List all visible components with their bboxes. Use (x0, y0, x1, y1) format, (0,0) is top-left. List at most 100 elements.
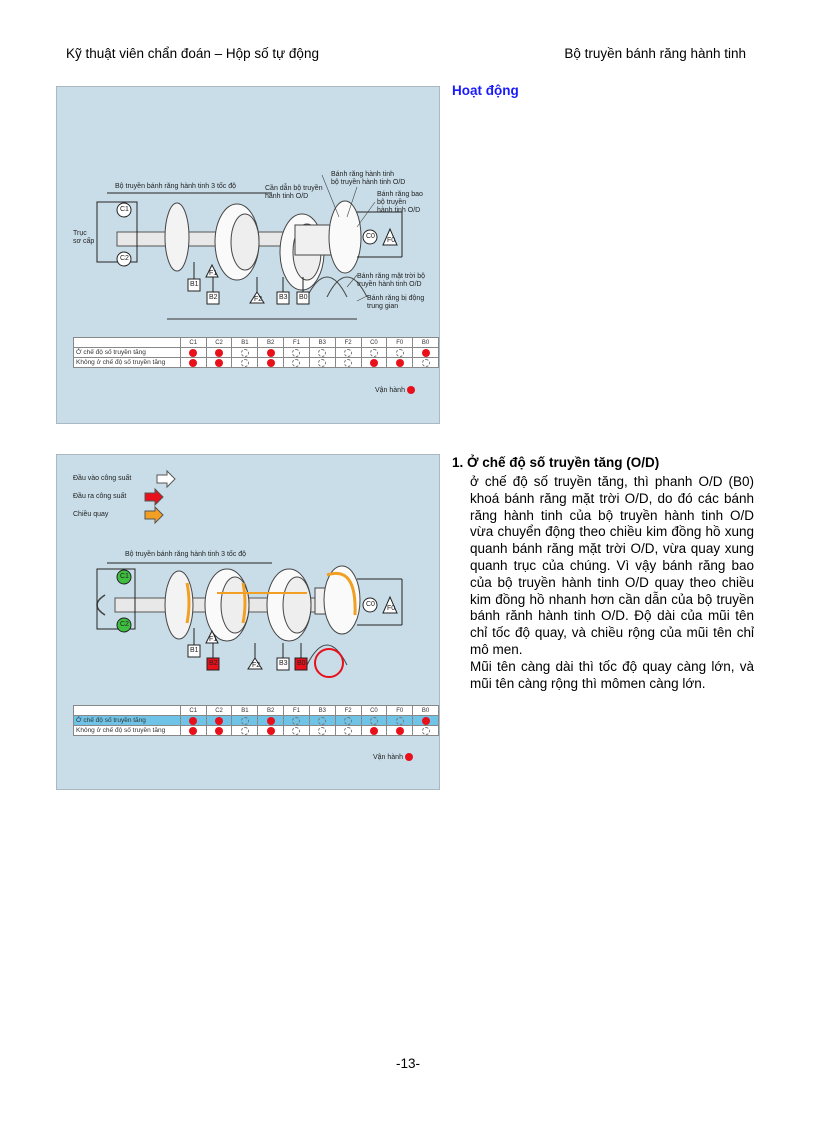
label-f1: F1 (209, 270, 218, 277)
label-f1: F1 (209, 636, 218, 643)
state-dot (240, 726, 249, 735)
label-b2: B2 (209, 660, 218, 667)
label-c0: C0 (366, 233, 375, 240)
label-c1: C1 (120, 206, 129, 213)
label-f0: F0 (387, 237, 396, 244)
row-label-non-od: Không ở chế độ số truyền tăng (73, 725, 181, 736)
label-od-planet: Bánh răng hành tinh bộ truyền hành tinh … (331, 171, 406, 186)
state-dot (266, 716, 275, 725)
label-od-ring: Bánh răng bao bộ truyền hành tinh O/D (377, 191, 423, 214)
section-heading: 1. Ở chế độ số truyền tăng (O/D) (452, 455, 660, 470)
col-b1: B1 (231, 337, 259, 348)
row-label-od: Ở chế độ số truyền tăng (73, 715, 181, 726)
state-dot (266, 358, 275, 367)
table-row-highlighted: Ở chế độ số truyền tăng (73, 715, 439, 726)
col-b2: B2 (257, 705, 285, 716)
state-dot (240, 348, 249, 357)
label-c2: C2 (120, 255, 129, 262)
state-dot (369, 348, 378, 357)
col-f2: F2 (334, 337, 362, 348)
row-label-od: Ở chế độ số truyền tăng (73, 347, 181, 358)
label-c1: C1 (120, 573, 129, 580)
label-f2: F2 (254, 296, 263, 303)
col-c1: C1 (179, 705, 207, 716)
state-dot (421, 726, 430, 735)
header-left: Kỹ thuật viên chẩn đoán – Hộp số tự động (66, 46, 319, 61)
state-dot (318, 716, 327, 725)
label-f0: F0 (387, 605, 396, 612)
state-dot (421, 716, 430, 725)
state-dot (395, 358, 404, 367)
operating-legend-2: Vận hành (373, 753, 413, 761)
state-dot (292, 716, 301, 725)
table-header-row: C1 C2 B1 B2 F1 B3 F2 C0 F0 B0 (73, 705, 439, 716)
table-row: Không ở chế độ số truyền tăng (73, 725, 439, 736)
state-dot (344, 716, 353, 725)
col-f1: F1 (283, 705, 310, 716)
label-counter-driven: Bánh răng bị động trung gian (367, 295, 425, 310)
table-header-row: C1 C2 B1 B2 F1 B3 F2 C0 F0 B0 (73, 337, 439, 348)
state-dot (318, 358, 327, 367)
col-c0: C0 (360, 705, 388, 716)
col-b2: B2 (257, 337, 285, 348)
state-dot (266, 726, 275, 735)
label-c2: C2 (120, 621, 129, 628)
state-dot (215, 348, 224, 357)
col-f1: F1 (283, 337, 310, 348)
state-dot (189, 348, 198, 357)
col-c0: C0 (360, 337, 388, 348)
state-dot (421, 358, 430, 367)
label-b0: B0 (299, 294, 308, 301)
col-f2: F2 (334, 705, 362, 716)
col-c2: C2 (205, 337, 233, 348)
section-body: ở chế độ số truyền tăng, thì phanh O/D (… (470, 474, 754, 692)
state-dot (344, 348, 353, 357)
state-dot (292, 358, 301, 367)
state-dot (318, 348, 327, 357)
operating-legend: Vận hành (375, 386, 415, 394)
col-b1: B1 (231, 705, 259, 716)
operating-label: Vận hành (373, 753, 403, 761)
paragraph: Mũi tên càng dài thì tốc độ quay càng lớ… (470, 658, 754, 691)
page-number: -13- (395, 1056, 420, 1071)
state-dot (369, 716, 378, 725)
col-b3: B3 (308, 705, 336, 716)
state-dot (189, 716, 198, 725)
state-dot (189, 726, 198, 735)
operation-table-2: C1 C2 B1 B2 F1 B3 F2 C0 F0 B0 Ở chế độ s… (73, 705, 439, 736)
state-dot (395, 726, 404, 735)
state-dot (215, 358, 224, 367)
table-row: Ở chế độ số truyền tăng (73, 347, 439, 358)
col-b3: B3 (308, 337, 336, 348)
state-dot (369, 358, 378, 367)
label-planetary-3speed: Bộ truyền bánh răng hành tinh 3 tốc độ (115, 183, 237, 190)
operating-dot (406, 386, 415, 394)
state-dot (189, 358, 198, 367)
label-f2: F2 (252, 662, 261, 669)
label-b3: B3 (279, 660, 288, 667)
state-dot (266, 348, 275, 357)
label-b1: B1 (190, 281, 199, 288)
col-c1: C1 (179, 337, 207, 348)
od-diagram-drawing (96, 469, 403, 678)
col-f0: F0 (386, 337, 414, 348)
label-b2: B2 (209, 294, 218, 301)
label-od-carrier: Cần dẫn bộ truyền hành tinh O/D (265, 185, 323, 200)
label-b1: B1 (190, 647, 199, 654)
row-label-non-od: Không ở chế độ số truyền tăng (73, 357, 181, 368)
figure-planetary-gear-diagram: Bộ truyền bánh răng hành tinh 3 tốc độ C… (56, 86, 440, 424)
table-row: Không ở chế độ số truyền tăng (73, 357, 439, 368)
state-dot (215, 726, 224, 735)
state-dot (292, 348, 301, 357)
state-dot (344, 358, 353, 367)
label-planetary-3speed-2: Bộ truyền bánh răng hành tinh 3 tốc độ (125, 551, 247, 558)
col-b0: B0 (412, 337, 439, 348)
label-od-sun: Bánh răng mặt trời bộ truyền hành tinh O… (357, 273, 426, 288)
paragraph: ở chế độ số truyền tăng, thì phanh O/D (… (470, 474, 754, 657)
header-right: Bộ truyền bánh răng hành tinh (564, 46, 746, 61)
col-f0: F0 (386, 705, 414, 716)
legend-input: Đầu vào công suất (73, 475, 132, 482)
state-dot (395, 348, 404, 357)
state-dot (395, 716, 404, 725)
label-b0: B0 (297, 660, 306, 667)
